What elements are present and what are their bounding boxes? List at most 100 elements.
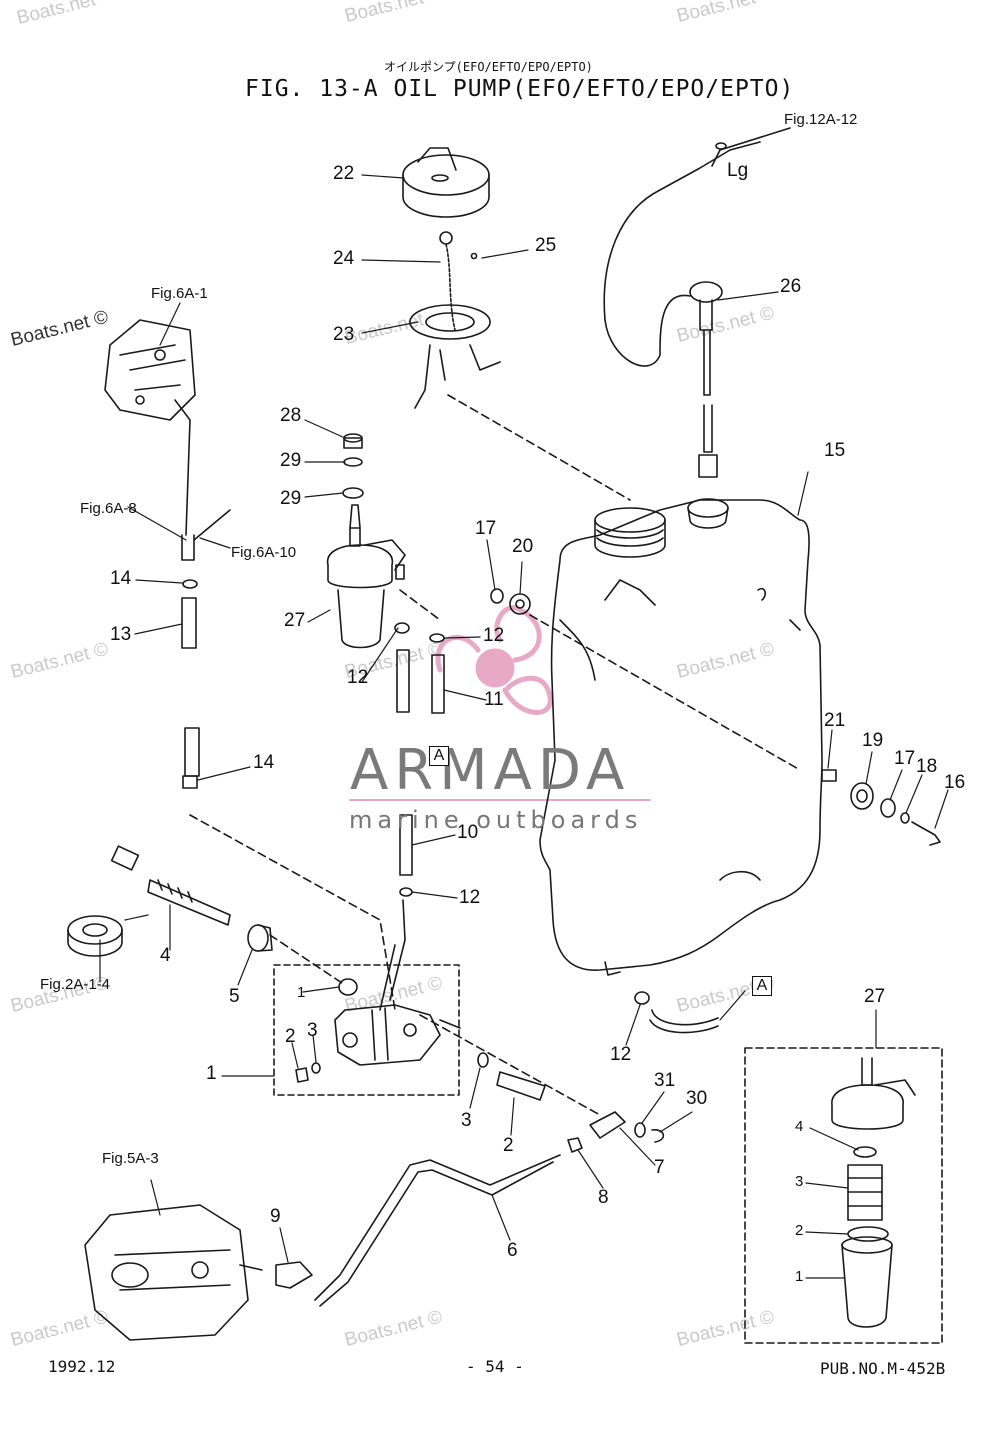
washer-29b (342, 487, 364, 499)
footer-date: 1992.12 (48, 1357, 116, 1376)
bolt-16 (911, 821, 941, 846)
callout-7: 7 (654, 1157, 665, 1178)
clip-30 (651, 1129, 665, 1143)
ref-fig6a10[interactable]: Fig.6A-10 (231, 544, 297, 561)
nut-28 (343, 433, 363, 449)
callout-23: 23 (333, 324, 355, 345)
component-fig6a1 (104, 319, 196, 421)
footer-publication-number: PUB.NO.M-452B (820, 1359, 946, 1378)
callout-22: 22 (333, 163, 355, 184)
callout-14: 14 (253, 752, 275, 773)
leader-lines (99, 174, 949, 1279)
callout-12: 12 (610, 1044, 632, 1065)
chain-24 (439, 231, 478, 331)
box-ref-a-lower: A (752, 976, 772, 996)
callout-20: 20 (512, 536, 534, 557)
callout-9: 9 (270, 1206, 281, 1227)
carburetor-fig5a3 (84, 1204, 263, 1341)
detail-callout-4: 4 (795, 1118, 804, 1135)
oil-pump-1 (334, 944, 461, 1066)
callout-19: 19 (862, 730, 884, 751)
sensor-26 (689, 281, 723, 478)
callout-15: 15 (824, 440, 846, 461)
callout-25: 25 (535, 235, 557, 256)
washer-3b (477, 1052, 489, 1068)
pump-assembly-box (273, 964, 460, 1096)
guide-lines (189, 394, 801, 1116)
screw-2a (295, 1067, 309, 1083)
armada-logo-icon (435, 605, 553, 715)
cap-22 (402, 147, 490, 218)
nut-8 (567, 1137, 583, 1153)
callout-17: 17 (475, 518, 497, 539)
grommet-19 (850, 782, 874, 810)
detail-callout-2: 2 (795, 1222, 804, 1239)
callout-30: 30 (686, 1088, 708, 1109)
pipe-6 (314, 1154, 561, 1301)
callout-29: 29 (280, 488, 302, 509)
oil-filter-27 (326, 504, 406, 649)
box-ref-a-upper: A (429, 746, 449, 766)
callout-10: 10 (457, 822, 479, 843)
callout-2: 2 (285, 1026, 296, 1047)
callout-11: 11 (484, 689, 504, 710)
filter-detail-27 (831, 1057, 916, 1328)
callout-12: 12 (347, 667, 369, 688)
callout-12: 12 (459, 887, 481, 908)
wire-lg (603, 141, 761, 367)
clip-31 (634, 1122, 646, 1138)
callout-3: 3 (307, 1020, 318, 1041)
callout-29: 29 (280, 450, 302, 471)
wire-lg-end (711, 127, 791, 167)
callout-1: 1 (297, 984, 306, 1001)
ref-fig6a8[interactable]: Fig.6A-8 (80, 500, 137, 517)
callout-14: 14 (110, 568, 132, 589)
detail-callout-1: 1 (795, 1268, 804, 1285)
callout-5: 5 (229, 986, 240, 1007)
fitting-21 (821, 769, 837, 782)
callout-16: 16 (944, 772, 966, 793)
hose-mid (389, 622, 445, 1001)
washer-17 (490, 588, 504, 604)
screw-2b (496, 1071, 546, 1101)
ref-fig12a12[interactable]: Fig.12A-12 (784, 111, 858, 128)
callout-6: 6 (507, 1240, 518, 1261)
callout-27: 27 (284, 610, 306, 631)
oil-tank-15 (539, 498, 823, 976)
brand-watermark: ARMADA (350, 738, 631, 803)
filter-detail-box (744, 1047, 943, 1344)
callout-28: 28 (280, 405, 302, 426)
callout-3: 3 (461, 1110, 472, 1131)
ref-fig2a14[interactable]: Fig.2A-1-4 (40, 976, 111, 993)
callout-2: 2 (503, 1135, 514, 1156)
washer-3a (311, 1062, 321, 1074)
callout-21: 21 (824, 710, 846, 731)
footer-page-number: - 54 - (466, 1357, 524, 1376)
figure-title: FIG. 13-A OIL PUMP(EFO/EFTO/EPO/EPTO) (245, 76, 795, 102)
fitting-9 (275, 1261, 313, 1289)
callout-8: 8 (598, 1187, 609, 1208)
callout-31: 31 (654, 1070, 676, 1091)
callout-17: 17 (894, 748, 916, 769)
callout-18: 18 (916, 756, 938, 777)
bushing-5 (247, 924, 273, 952)
ref-fig5a3[interactable]: Fig.5A-3 (102, 1150, 159, 1167)
fitting-7 (589, 1111, 626, 1139)
callout-24: 24 (333, 248, 355, 269)
drive-shaft-4 (67, 845, 231, 957)
washer-29 (343, 457, 363, 467)
hose-a-bottom (634, 991, 719, 1034)
callout-26: 26 (780, 276, 802, 297)
subtitle-japanese: オイルポンプ(EFO/EFTO/EPO/EPTO) (384, 60, 593, 74)
washer-17b (880, 798, 896, 818)
label-lg: Lg (727, 160, 749, 181)
callout-27: 27 (864, 986, 886, 1007)
callout-4: 4 (160, 945, 171, 966)
callout-12: 12 (483, 625, 505, 646)
ref-fig6a1[interactable]: Fig.6A-1 (151, 285, 208, 302)
callout-1: 1 (206, 1063, 217, 1084)
washer-18 (900, 812, 910, 824)
detail-callout-3: 3 (795, 1173, 804, 1190)
